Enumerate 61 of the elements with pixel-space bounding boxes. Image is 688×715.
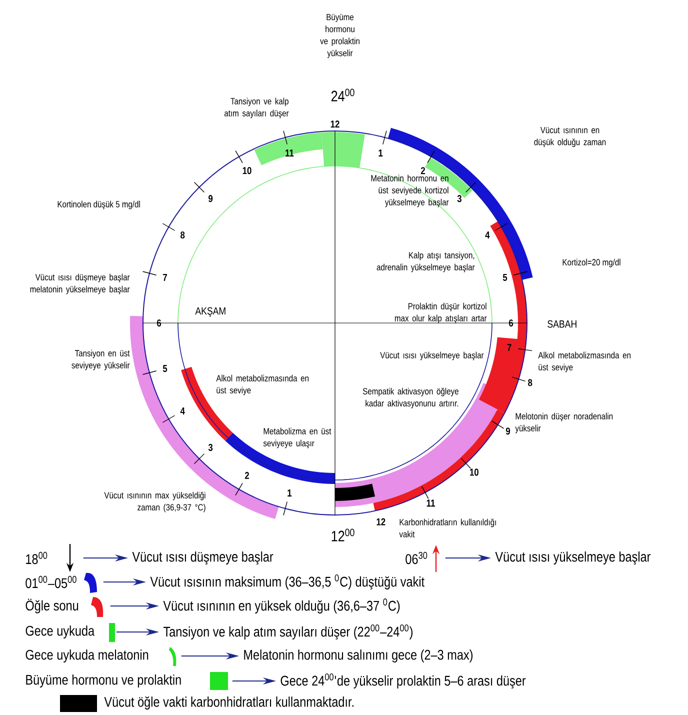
hour-number: 6 <box>508 319 514 327</box>
hour-number: 11 <box>286 150 294 156</box>
hour-number: 1 <box>288 490 292 496</box>
hour-number: 9 <box>506 428 510 435</box>
annotation-text: Karbonhidratların kullanıldığı vakit <box>399 518 496 538</box>
key-text: Gece 24$^{00}$'de yükselir prolaktin 5–6 arası düşer <box>280 674 526 689</box>
annotation-text: Kortizol=20 mg/dl <box>562 258 620 268</box>
hour-number: 9 <box>208 195 213 202</box>
key-label: Gece uykuda <box>26 625 95 639</box>
annotation-text: Tansiyon en üst seviyeye yükselir <box>72 350 130 370</box>
key-text: Vücut ısısının maksimum (36–36,5 $^{0}$C) düştüğü vakit <box>150 574 424 590</box>
hour-number: 2 <box>420 167 425 174</box>
hour-number: 5 <box>502 274 508 281</box>
annotation-text: Büyüme hormonu ve prolaktin yükselir <box>320 14 360 58</box>
key-label: 01$^{00}$–05$^{00}$ <box>26 576 76 588</box>
annotation-text: Sempatik aktivasyon öğleye kadar aktivasyonunu artırır. <box>362 388 458 408</box>
annotation-text: Melotonin düşer noradenalin yükselir <box>515 412 613 434</box>
annotation-text: Metabolizma en üst seviyeye ulaşır <box>263 428 332 448</box>
annotation-text: Metatonin hormonu en üst seviyede kortizol yükselmeye başlar <box>371 174 449 208</box>
legend-text: Vücut öğle vakti karbonhidratları kullanmaktadır. <box>104 696 354 710</box>
key-text: Tansiyon ve kalp atım sayıları düşer (22$^{00}$–24$^{00}$) <box>163 624 412 640</box>
key-text: Melatonin hormonu salınımı gece (2–3 max) <box>244 649 472 663</box>
hour-number: 12 <box>330 120 340 128</box>
section-label: AKŞAM <box>195 307 226 317</box>
annotation-text: Vücut ısısı yükselmeye başlar <box>380 352 484 360</box>
annotation-text: Kortinolen düşük 5 mg/dl <box>58 200 140 210</box>
hour-number: 2 <box>244 472 249 479</box>
key-label: Gece uykuda melatonin <box>26 649 148 663</box>
hour-number: 5 <box>162 365 168 372</box>
annotation-text: Vücut ısınının en düşük olduğu zaman <box>534 126 606 148</box>
hour-number: 10 <box>470 468 478 476</box>
key-label: 18$^{00}$ <box>26 552 48 564</box>
hour-number: 4 <box>485 232 490 238</box>
key-label: Öğle sonu <box>26 598 78 614</box>
hour-number: 10 <box>242 167 252 174</box>
annotation-text: Kalp atışı tansiyon, adrenalin yükselmeye başlar <box>376 252 475 272</box>
key-text: Vücut ısısı yükselmeye başlar <box>495 551 651 565</box>
key-text: Vücut ısınının en yüksek olduğu (36,6–37 $^{0}$C) <box>163 598 400 614</box>
key-label: 06$^{30}$ <box>406 552 428 564</box>
hour-number: 11 <box>426 500 435 507</box>
hour-number: 8 <box>180 231 185 239</box>
hour-number: 1 <box>378 150 383 156</box>
hour-number: 12 <box>376 518 386 526</box>
section-label: SABAH <box>548 320 576 328</box>
hour-number: 8 <box>528 379 532 386</box>
hour-number: 7 <box>163 274 167 281</box>
annotation-text: Alkol metabolizmasında en üst seviye <box>538 352 630 372</box>
hour-number: 4 <box>180 408 185 414</box>
key-text: Vücut ısısı düşmeye başlar <box>132 551 274 565</box>
hour-number: 6 <box>156 319 162 327</box>
key-label: Büyüme hormonu ve prolaktin <box>26 674 181 688</box>
annotation-text: Alkol metabolizmasında en üst seviye <box>216 374 308 396</box>
annotation-text: Tansiyon ve kalp atım sayıları düşer <box>224 98 289 118</box>
hour-number: 7 <box>507 344 512 351</box>
annotation-text: Prolaktin düşür kortizol max olur kalp atışları artar <box>394 302 487 324</box>
annotation-text: Vücut ısınının max yükseldiği zaman (36,9-37 °C) <box>104 492 206 512</box>
time-label: 24$^{00}$ <box>331 88 354 102</box>
hour-number: 3 <box>208 444 213 451</box>
hour-number: 3 <box>457 195 462 202</box>
annotation-text: Vücut ısısı düşmeye başlar melatonin yükselmeye başlar <box>30 274 130 294</box>
time-label: 12$^{00}$ <box>332 528 354 542</box>
